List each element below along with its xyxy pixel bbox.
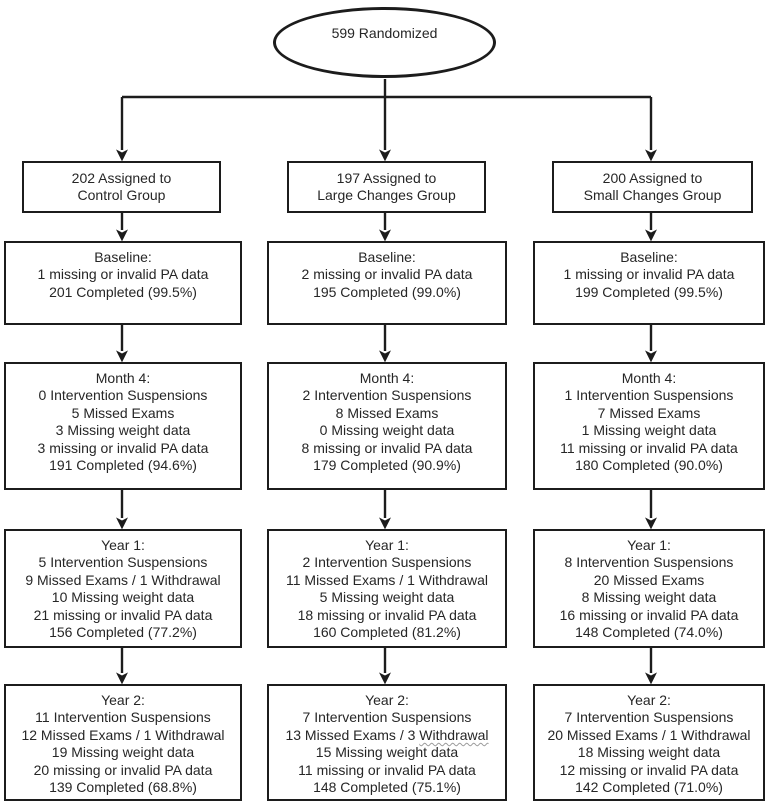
box-line: 8 Missing weight data <box>581 589 717 606</box>
box-line: 21 missing or invalid PA data <box>33 606 213 623</box>
box-line: Year 2: <box>627 692 671 708</box>
box-line: Year 1: <box>627 537 671 553</box>
box-line: 200 Assigned to <box>602 170 703 186</box>
box-line: 11 Missed Exams / 1 Withdrawal <box>285 571 489 588</box>
box-line: Year 1: <box>365 537 409 553</box>
box-line: 13 Missed Exams / 3 Withdrawal <box>285 726 489 743</box>
box-line: 197 Assigned to <box>336 170 437 186</box>
box-line: 1 missing or invalid PA data <box>37 266 209 283</box>
box-line: 3 Missing weight data <box>55 422 191 439</box>
box-line: 2 missing or invalid PA data <box>301 266 473 283</box>
box-line: Month 4: <box>359 370 415 386</box>
box-line: Year 2: <box>101 692 145 708</box>
box-line: 0 Intervention Suspensions <box>38 387 208 404</box>
box-line: 156 Completed (77.2%) <box>49 624 197 641</box>
box-line: 1 missing or invalid PA data <box>563 266 735 283</box>
box-line: 20 Missed Exams / 1 Withdrawal <box>547 726 751 743</box>
box-line: 10 Missing weight data <box>51 589 195 606</box>
box-line: 2 Intervention Suspensions <box>302 554 472 571</box>
box-line: Baseline: <box>358 249 416 265</box>
box-line: 8 missing or invalid PA data <box>301 439 473 456</box>
box-line: 8 Missed Exams <box>335 404 439 421</box>
box-line: 5 Intervention Suspensions <box>38 554 208 571</box>
box-line: 5 Missed Exams <box>71 404 175 421</box>
box-line: 195 Completed (99.0%) <box>313 283 461 300</box>
box-line: Baseline: <box>94 249 152 265</box>
box-line: 199 Completed (99.5%) <box>575 283 723 300</box>
box-line: 202 Assigned to <box>71 170 172 186</box>
box-line: 7 Intervention Suspensions <box>564 709 734 726</box>
box-line: 1 Intervention Suspensions <box>564 387 734 404</box>
box-line: 20 Missed Exams <box>593 571 705 588</box>
box-line: 139 Completed (68.8%) <box>49 779 197 796</box>
box-line: 201 Completed (99.5%) <box>49 283 197 300</box>
box-line: 5 Missing weight data <box>319 589 455 606</box>
box-line: 11 missing or invalid PA data <box>560 439 738 456</box>
box-line: 18 missing or invalid PA data <box>297 606 477 623</box>
box-line: 3 missing or invalid PA data <box>37 439 209 456</box>
box-line: 180 Completed (90.0%) <box>575 457 723 474</box>
box-line: 179 Completed (90.9%) <box>313 457 461 474</box>
box-line: 148 Completed (75.1%) <box>313 779 461 796</box>
box-line: 0 Missing weight data <box>319 422 455 439</box>
box-line: 11 Intervention Suspensions <box>35 709 211 726</box>
box-line: 148 Completed (74.0%) <box>575 624 723 641</box>
box-line: 12 Missed Exams / 1 Withdrawal <box>21 726 225 743</box>
box-line: Baseline: <box>620 249 678 265</box>
box-line: 7 Missed Exams <box>597 404 701 421</box>
box-line: Year 1: <box>101 537 145 553</box>
box-line: Control Group <box>77 187 166 204</box>
box-line: 160 Completed (81.2%) <box>313 624 461 641</box>
box-line: 142 Completed (71.0%) <box>575 779 723 796</box>
box-line: 2 Intervention Suspensions <box>302 387 472 404</box>
box-line: Year 2: <box>365 692 409 708</box>
box-line: 20 missing or invalid PA data <box>33 761 213 778</box>
spellcheck-underlined-word: Withdrawal <box>419 726 489 743</box>
randomized-node: 599 Randomized <box>273 7 496 78</box>
randomized-label: 599 Randomized <box>331 25 438 41</box>
box-line: 9 Missed Exams / 1 Withdrawal <box>25 571 221 588</box>
box-line: 12 missing or invalid PA data <box>559 761 739 778</box>
box-line: Month 4: <box>621 370 677 386</box>
box-line: 18 Missing weight data <box>577 744 721 761</box>
box-line: Month 4: <box>95 370 151 386</box>
box-line: Small Changes Group <box>583 187 722 204</box>
box-line: 1 Missing weight data <box>581 422 717 439</box>
box-line: 191 Completed (94.6%) <box>49 457 197 474</box>
box-line: 16 missing or invalid PA data <box>559 606 739 623</box>
box-line: 15 Missing weight data <box>315 744 459 761</box>
box-line: 7 Intervention Suspensions <box>302 709 472 726</box>
box-line: 11 missing or invalid PA data <box>298 761 476 778</box>
box-line: 8 Intervention Suspensions <box>564 554 734 571</box>
box-line: Large Changes Group <box>317 187 456 204</box>
box-line: 19 Missing weight data <box>51 744 195 761</box>
